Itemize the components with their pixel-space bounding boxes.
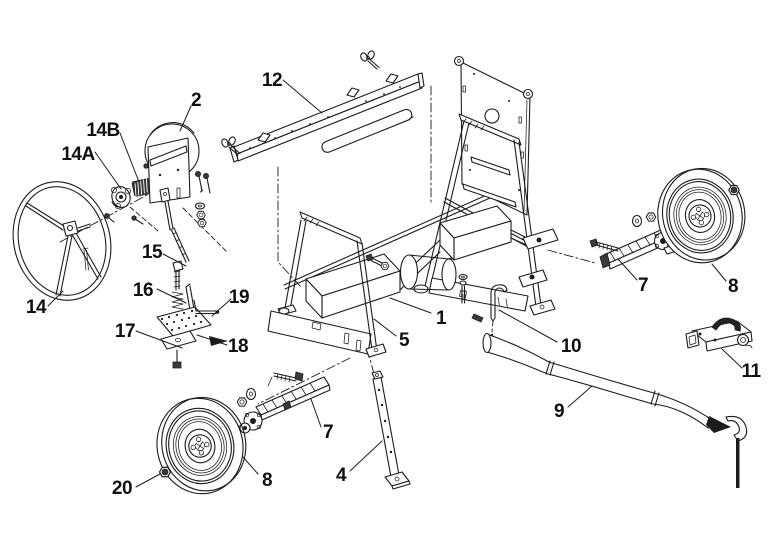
- part-labels: 12 2 14B 14A 15 14 16 19 17 18 1 5 10 9 …: [26, 70, 762, 499]
- wheel-bottom: [147, 389, 256, 503]
- wing-bolt: [221, 136, 241, 156]
- vertical-bolt: [458, 273, 468, 304]
- part-label-14: 14: [26, 297, 47, 318]
- hitch-pin: [471, 284, 508, 323]
- part-label-7-right: 7: [638, 275, 648, 296]
- pedal-assembly: [156, 260, 228, 369]
- rear-panel-aframe: [413, 55, 556, 316]
- part-label-7-bottom: 7: [323, 422, 333, 443]
- axle-assembly-bottom: [236, 371, 331, 434]
- wing-bolt: [360, 50, 380, 70]
- aframe-top-bar: [458, 113, 522, 146]
- wheel-right: [648, 160, 755, 272]
- part-label-17: 17: [115, 321, 135, 342]
- coupler-latch: [711, 317, 741, 332]
- pedal-bolt: [172, 361, 182, 369]
- part-label-5: 5: [399, 330, 410, 351]
- part-label-14a: 14A: [61, 144, 95, 165]
- tow-handle: [482, 332, 748, 488]
- part-label-14b: 14B: [86, 120, 119, 141]
- link-rod: [159, 187, 190, 263]
- latch-rod: [193, 299, 217, 315]
- clip: [471, 313, 484, 323]
- part-label-8-bottom: 8: [262, 470, 272, 491]
- part-label-8-right: 8: [728, 276, 738, 297]
- handle-end-bar: [736, 438, 740, 488]
- spline-coupler: [131, 178, 153, 198]
- handle-grip: [706, 416, 731, 433]
- frame-bolt: [365, 253, 390, 270]
- axle-bolt: [589, 238, 619, 252]
- part-label-10: 10: [561, 336, 581, 357]
- main-frame: [305, 205, 559, 319]
- lower-plate: [160, 330, 197, 350]
- part-label-1: 1: [436, 308, 447, 329]
- part-label-20: 20: [112, 478, 132, 499]
- reel-disc: [144, 122, 211, 228]
- part-label-19: 19: [229, 287, 249, 308]
- hand-wheel: [12, 181, 112, 301]
- part-label-2: 2: [191, 90, 201, 111]
- stand-leg: [371, 370, 411, 490]
- wheel-nut-right: [728, 184, 740, 196]
- part-label-11: 11: [741, 361, 761, 382]
- leader-lines: [47, 79, 743, 488]
- wheel-nut-20: [158, 466, 172, 478]
- back-panel: [460, 61, 531, 216]
- hub-assembly: [104, 163, 155, 225]
- crossbar-rail: [221, 50, 425, 163]
- part-label-15: 15: [142, 242, 163, 263]
- front-aframe: [267, 211, 387, 358]
- coupler: [685, 317, 753, 352]
- part-label-16: 16: [133, 280, 153, 301]
- step-plate: [156, 306, 212, 337]
- part-label-18: 18: [228, 336, 248, 357]
- axle-bolt: [267, 371, 304, 387]
- slot-bar: [321, 108, 413, 153]
- part-label-4: 4: [336, 465, 347, 486]
- part-label-12: 12: [262, 70, 282, 91]
- roller-end: [399, 254, 419, 290]
- wedge: [209, 336, 228, 346]
- axle-assembly-right: [589, 212, 678, 270]
- front-deck: [267, 310, 372, 355]
- part-label-9: 9: [554, 401, 564, 422]
